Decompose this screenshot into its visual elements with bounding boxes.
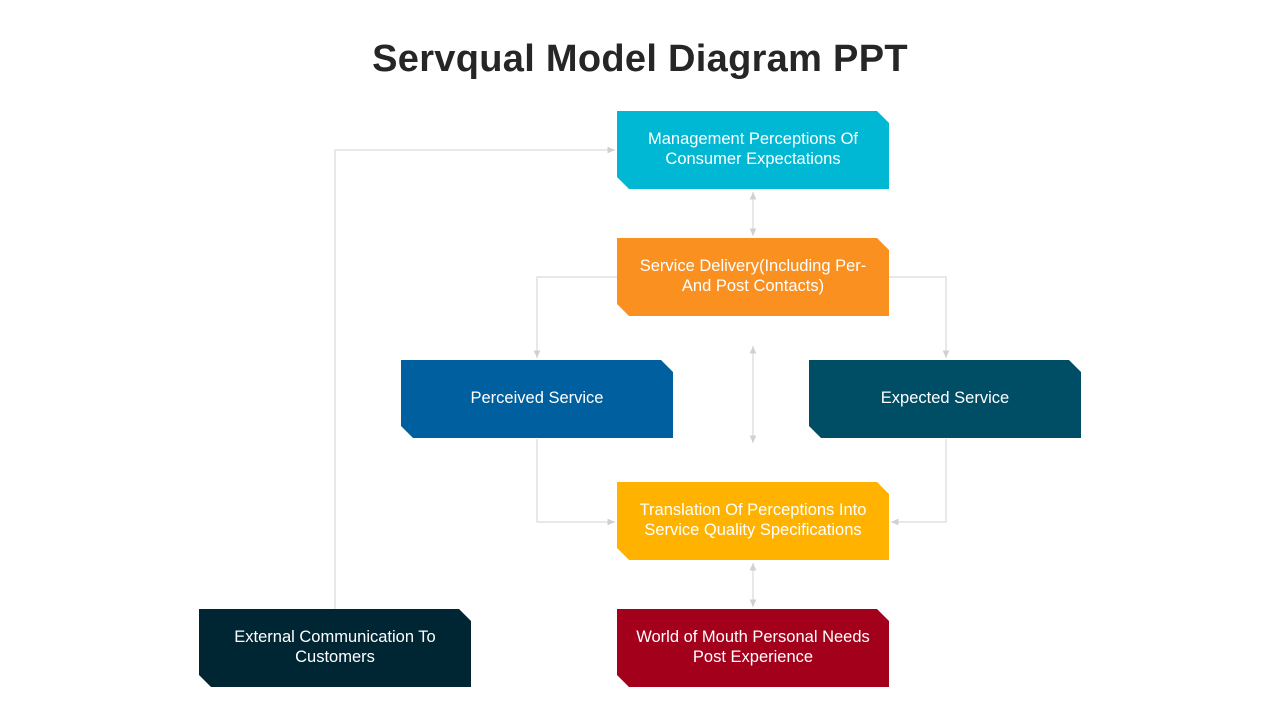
connector-expected-translation	[891, 439, 947, 526]
node-perceived-service: Perceived Service	[401, 360, 673, 438]
node-label: External Communication To Customers	[234, 628, 436, 666]
node-external-communication: External Communication To Customers	[199, 609, 471, 687]
node-service-delivery: Service Delivery(Including Per-And Post …	[617, 238, 889, 316]
node-label: Translation Of Perceptions Into Service …	[639, 501, 867, 539]
node-word-of-mouth: World of Mouth Personal Needs Post Exper…	[617, 609, 889, 687]
connector-delivery-expected	[889, 276, 950, 358]
connector-perceived-translation	[536, 439, 615, 526]
node-label: Perceived Service	[470, 389, 604, 408]
connector-delivery-perceived	[533, 276, 617, 358]
node-expected-service: Expected Service	[809, 360, 1081, 438]
node-label: Expected Service	[880, 389, 1010, 408]
page-title: Servqual Model Diagram PPT	[372, 38, 908, 80]
node-label: Management Perceptions Of Consumer Expec…	[647, 130, 859, 168]
node-translation: Translation Of Perceptions Into Service …	[617, 482, 889, 560]
node-label: World of Mouth Personal Needs Post Exper…	[636, 628, 870, 666]
node-management-perceptions: Management Perceptions Of Consumer Expec…	[617, 111, 889, 189]
connector-external-management	[334, 146, 615, 609]
node-label: Service Delivery(Including Per-And Post …	[639, 257, 867, 295]
